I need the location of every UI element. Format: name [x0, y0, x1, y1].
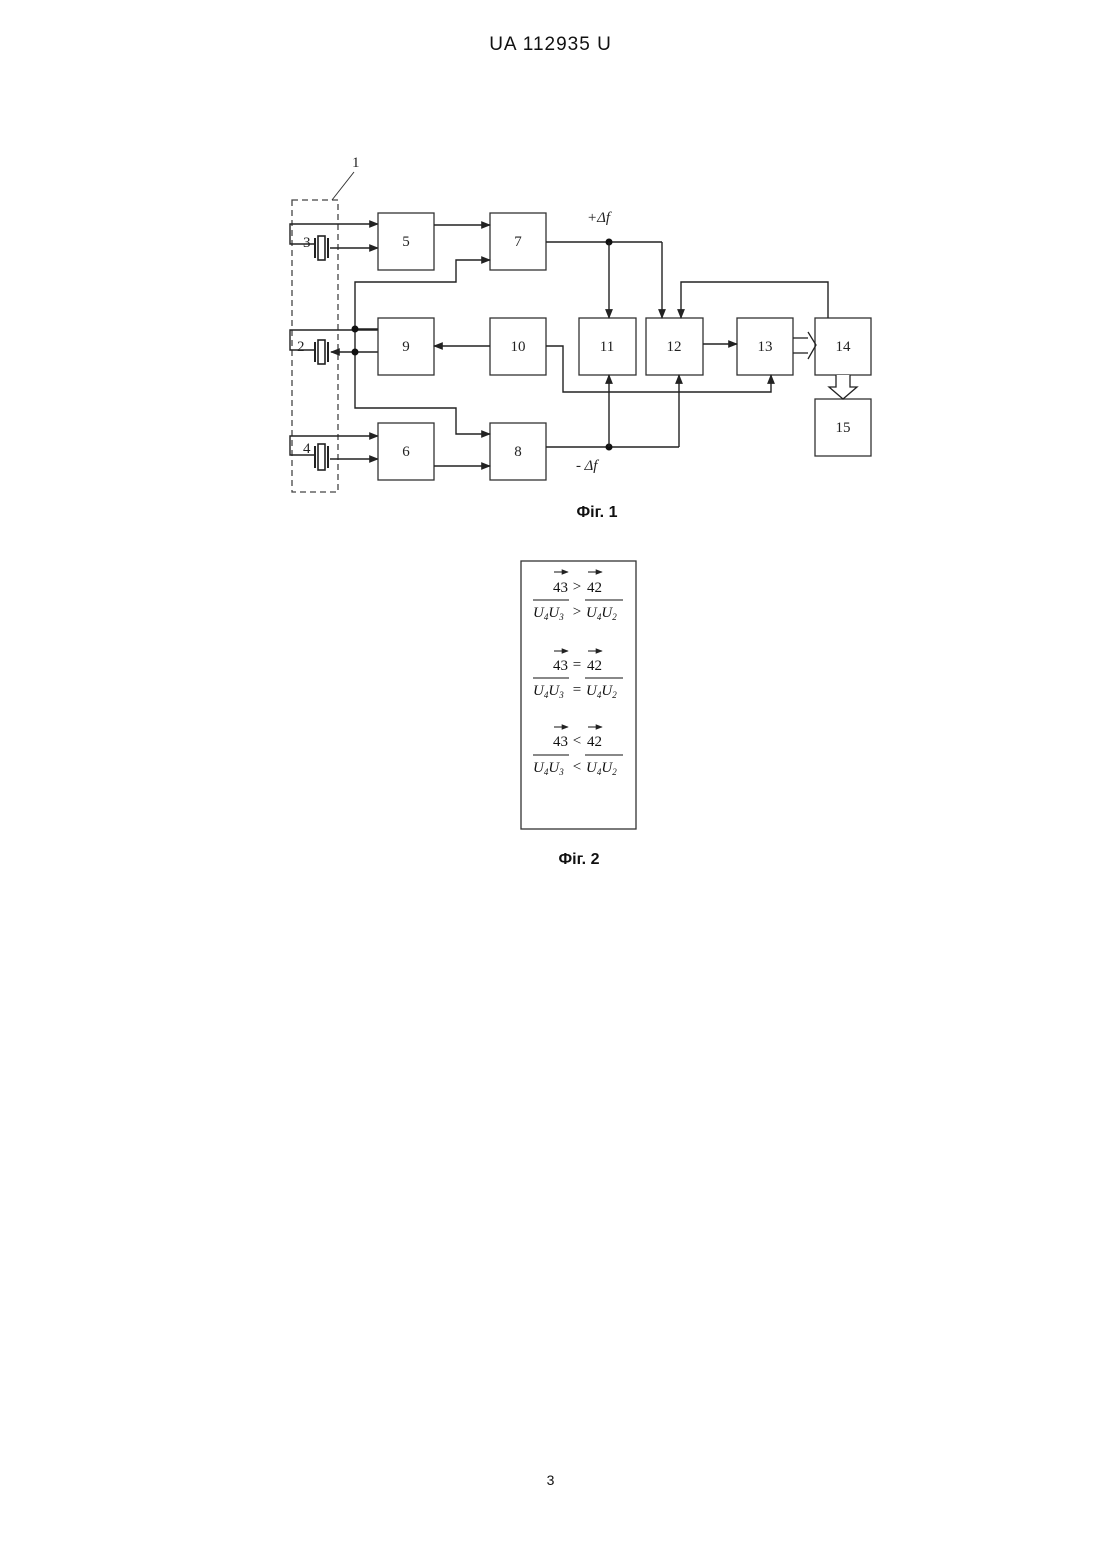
vector-b: 42 — [587, 658, 602, 674]
signal-minus-delta-f: - Δf — [576, 458, 599, 474]
vector-a: 43 — [553, 580, 568, 596]
block-6-label: 6 — [402, 444, 410, 460]
block-8-label: 8 — [514, 444, 522, 460]
vector-b: 42 — [587, 734, 602, 750]
sensor-2-label: 2 — [297, 339, 305, 355]
vector-b: 42 — [587, 580, 602, 596]
group-label: 1 — [352, 155, 360, 171]
block-10-label: 10 — [511, 339, 526, 355]
sensor-3: 3 — [303, 235, 328, 260]
block-15-label: 15 — [836, 420, 851, 436]
sensor-3-label: 3 — [303, 235, 311, 251]
relation-op: < — [573, 733, 581, 749]
block-14-label: 14 — [836, 339, 852, 355]
figure-1-caption: Фіг. 1 — [577, 504, 618, 521]
vector-a: 43 — [553, 734, 568, 750]
relation-op-2: = — [573, 682, 581, 698]
signal-plus-delta-f: +Δf — [587, 210, 612, 226]
block-5-label: 5 — [402, 234, 410, 250]
sensor-2: 2 — [297, 339, 328, 364]
block-13-label: 13 — [758, 339, 773, 355]
figure-1-block-diagram: 1 3 2 4 5 — [290, 155, 871, 521]
block-9-label: 9 — [402, 339, 410, 355]
page-number: 3 — [0, 1472, 1101, 1488]
block-7-label: 7 — [514, 234, 522, 250]
figure-2-caption: Фіг. 2 — [559, 851, 600, 868]
relation-op: > — [573, 579, 581, 595]
block-12-label: 12 — [667, 339, 682, 355]
block-11-label: 11 — [600, 339, 614, 355]
relation-op-2: > — [573, 604, 581, 620]
figure-2-relations-table: 43 > 42 U4U3 > U4U2 43 = 42 U4U3 = — [521, 561, 636, 868]
relation-op-2: < — [573, 759, 581, 775]
vector-a: 43 — [553, 658, 568, 674]
relation-op: = — [573, 657, 581, 673]
group-leader-line — [332, 172, 354, 200]
